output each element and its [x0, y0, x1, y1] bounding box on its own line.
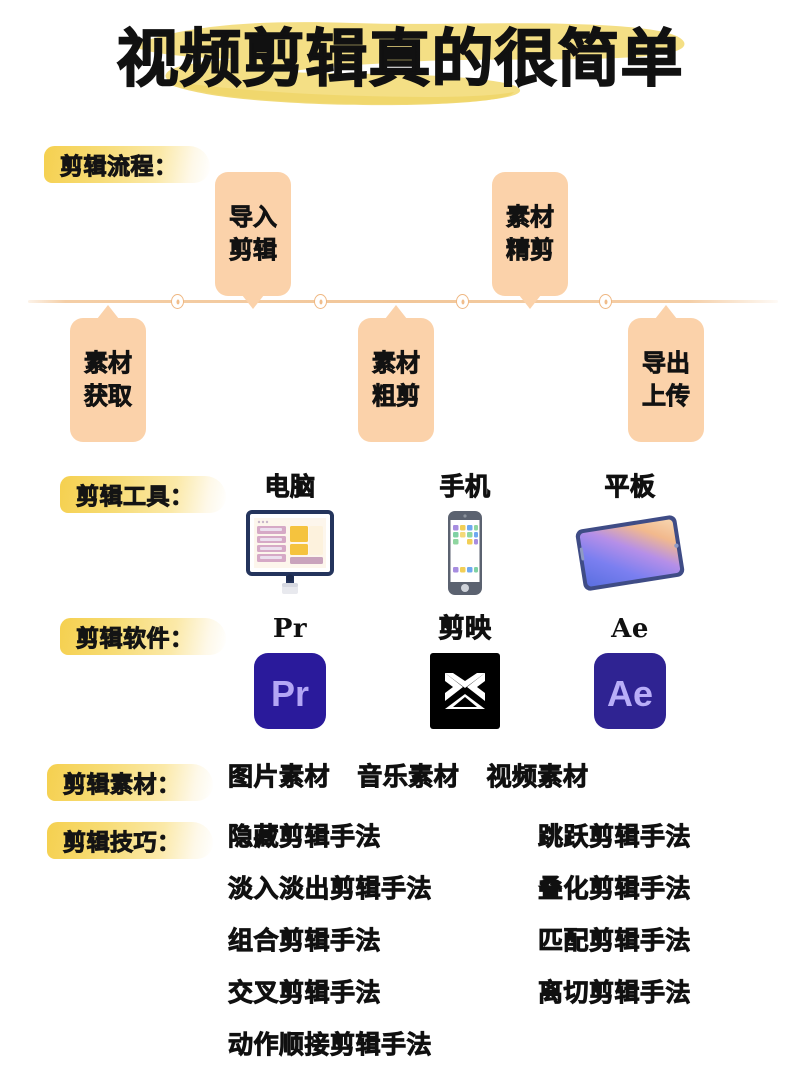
- flow-step-1-line1: 素材: [84, 349, 133, 378]
- tool-item-desktop[interactable]: 电脑: [215, 470, 365, 598]
- software-item-premiere[interactable]: Pr Pr: [215, 612, 365, 731]
- technique-left-4: 交叉剪辑手法: [228, 978, 382, 1008]
- smartphone-icon: [390, 510, 540, 598]
- section-label-materials: 剪辑素材：: [47, 762, 212, 802]
- flow-step-1-line2: 获取: [84, 382, 133, 411]
- flow-step-2-box[interactable]: 导入 剪辑: [215, 172, 291, 296]
- title-block: 视频剪辑真的很简单: [0, 8, 800, 120]
- flow-step-5-line2: 上传: [642, 382, 691, 411]
- tablet-icon: [555, 510, 705, 598]
- page-title: 视频剪辑真的很简单: [116, 21, 684, 96]
- flow-step-4-line1: 素材: [506, 203, 555, 232]
- flow-step-4-box[interactable]: 素材 精剪: [492, 172, 568, 296]
- technique-left-1: 隐藏剪辑手法: [228, 822, 382, 852]
- timeline-marker-4: [599, 294, 612, 309]
- flow-step-2-line1: 导入: [229, 203, 278, 232]
- material-item-3: 视频素材: [486, 762, 589, 792]
- technique-right-4: 离切剪辑手法: [538, 978, 692, 1008]
- software-item-capcut[interactable]: 剪映: [390, 612, 540, 731]
- flow-step-2-line2: 剪辑: [229, 236, 278, 265]
- section-label-tools: 剪辑工具：: [60, 474, 225, 514]
- svg-text:Ae: Ae: [607, 673, 653, 714]
- flow-step-5-line1: 导出: [642, 349, 691, 378]
- technique-left-2: 淡入淡出剪辑手法: [228, 874, 433, 904]
- flow-step-3-line2: 粗剪: [372, 382, 421, 411]
- software-label-capcut: 剪映: [438, 614, 492, 645]
- software-item-aftereffects[interactable]: Ae Ae: [555, 612, 705, 731]
- technique-right-3: 匹配剪辑手法: [538, 926, 692, 956]
- capcut-logo-icon: [390, 651, 540, 731]
- flow-section: 剪辑流程： 导入 剪辑 素材 精剪 素材 获取: [0, 138, 800, 458]
- timeline-marker-2: [314, 294, 327, 309]
- tool-item-phone[interactable]: 手机: [390, 470, 540, 598]
- tool-item-tablet[interactable]: 平板: [555, 470, 705, 598]
- material-item-1: 图片素材: [228, 762, 331, 792]
- premiere-pro-logo-icon: Pr: [215, 651, 365, 731]
- technique-left-5: 动作顺接剪辑手法: [228, 1030, 433, 1060]
- technique-right-2: 叠化剪辑手法: [538, 874, 692, 904]
- section-label-techniques: 剪辑技巧：: [47, 820, 212, 860]
- svg-text:Pr: Pr: [271, 673, 309, 714]
- materials-section: 剪辑素材： 图片素材 音乐素材 视频素材: [0, 758, 800, 804]
- after-effects-logo-icon: Ae: [555, 651, 705, 731]
- software-label-premiere: Pr: [272, 614, 308, 644]
- flow-step-4-line2: 精剪: [506, 236, 555, 265]
- tool-label-tablet: 平板: [604, 472, 656, 502]
- tools-section: 剪辑工具： 电脑: [0, 470, 800, 602]
- technique-left-3: 组合剪辑手法: [228, 926, 382, 956]
- flow-step-1-box[interactable]: 素材 获取: [70, 318, 146, 442]
- flow-step-3-line1: 素材: [372, 349, 421, 378]
- section-label-software: 剪辑软件：: [60, 616, 225, 656]
- materials-list: 图片素材 音乐素材 视频素材: [228, 758, 589, 796]
- flow-step-3-box[interactable]: 素材 粗剪: [358, 318, 434, 442]
- flow-step-5-box[interactable]: 导出 上传: [628, 318, 704, 442]
- software-section: 剪辑软件： Pr Pr 剪映: [0, 612, 800, 740]
- technique-right-1: 跳跃剪辑手法: [538, 822, 692, 852]
- material-item-2: 音乐素材: [357, 762, 460, 792]
- tool-label-phone: 手机: [439, 472, 491, 502]
- techniques-section: 剪辑技巧： 隐藏剪辑手法 淡入淡出剪辑手法 组合剪辑手法 交叉剪辑手法 动作顺接…: [0, 816, 800, 1061]
- timeline-marker-1: [171, 294, 184, 309]
- desktop-monitor-icon: [215, 510, 365, 598]
- software-label-aftereffects: Ae: [611, 614, 649, 644]
- timeline-axis: [28, 300, 778, 303]
- section-label-flow: 剪辑流程：: [44, 144, 209, 184]
- tool-label-desktop: 电脑: [264, 472, 316, 502]
- timeline-marker-3: [456, 294, 469, 309]
